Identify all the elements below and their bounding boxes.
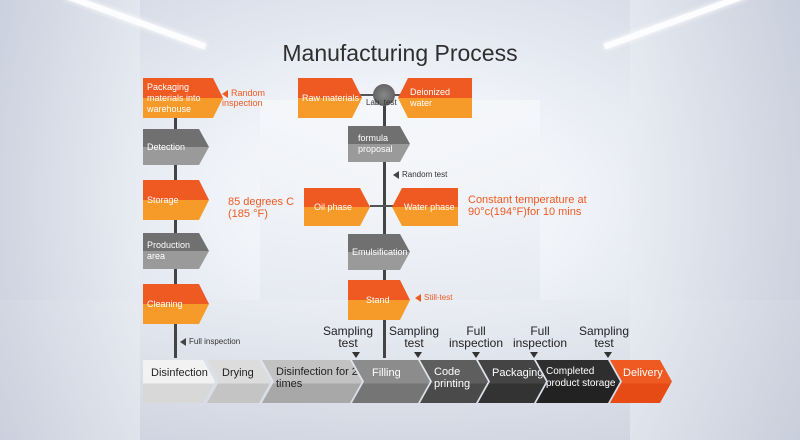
production-area-label: Production area bbox=[147, 240, 191, 261]
raw-materials-label: Raw materials bbox=[302, 92, 360, 103]
formula-proposal-label: formula proposal bbox=[358, 133, 393, 154]
storage-label: Storage bbox=[147, 194, 179, 205]
down-arrow-icon bbox=[530, 352, 538, 358]
random-inspection-label: Random inspection bbox=[222, 88, 266, 108]
arrow-left-icon bbox=[180, 337, 186, 346]
stage-drying: Drying bbox=[207, 360, 271, 403]
down-arrow-icon bbox=[352, 352, 360, 358]
down-arrow-icon bbox=[472, 352, 480, 358]
stage-label: Completed product storage bbox=[546, 366, 616, 389]
sampling-test-label: Sampling test bbox=[578, 324, 630, 350]
deionized-water-box: Deionized water bbox=[398, 78, 472, 118]
full-inspection-note: Full inspection bbox=[180, 337, 240, 346]
stage-code-printing: Code printing bbox=[420, 360, 488, 403]
stand-box: Stand bbox=[348, 280, 410, 320]
stage-label: Drying bbox=[222, 367, 254, 379]
stage-label: Disinfection for 2 times bbox=[276, 366, 358, 390]
page-title: Manufacturing Process bbox=[282, 40, 518, 66]
water-temp-note: Constant temperature at 90°c(194°F)for 1… bbox=[468, 194, 587, 218]
production-area-box: Production area bbox=[143, 233, 209, 269]
random-test-label: Random test bbox=[402, 170, 448, 179]
left-wall-background bbox=[0, 0, 140, 440]
emulsification-box: Emulsification bbox=[348, 234, 410, 270]
left-flow-line bbox=[174, 100, 177, 358]
down-arrow-icon bbox=[604, 352, 612, 358]
stage-completed-storage: Completed product storage bbox=[536, 360, 620, 403]
arrow-left-icon bbox=[222, 89, 228, 98]
lab-test-node bbox=[373, 84, 395, 106]
raw-materials-box: Raw materials bbox=[298, 78, 362, 118]
stage-label: Code printing bbox=[434, 366, 471, 390]
sampling-test-label: Sampling test bbox=[322, 324, 374, 350]
stage-filling: Filling bbox=[352, 360, 430, 403]
oil-temp-note: 85 degrees C (185 °F) bbox=[228, 196, 295, 220]
arrow-left-icon bbox=[393, 170, 399, 179]
full-inspection-label: Full inspection bbox=[512, 324, 568, 350]
cleaning-box: Cleaning bbox=[143, 284, 209, 324]
packaging-materials-label: Packaging materials into warehouse bbox=[147, 81, 201, 114]
stage-label: Packaging bbox=[492, 367, 544, 379]
random-inspection-note: Random inspection bbox=[222, 88, 282, 108]
oil-phase-label: Oil phase bbox=[314, 201, 353, 212]
packaging-materials-box: Packaging materials into warehouse bbox=[143, 78, 223, 118]
water-phase-box: Water phase bbox=[392, 188, 458, 226]
cleaning-label: Cleaning bbox=[147, 298, 183, 309]
water-phase-label: Water phase bbox=[404, 201, 455, 212]
formula-proposal-box: formula proposal bbox=[348, 126, 410, 162]
stage-label: Disinfection bbox=[151, 367, 208, 379]
random-test-note: Random test bbox=[393, 170, 447, 179]
still-test-label: Still-test bbox=[424, 293, 453, 302]
stage-disinfection: Disinfection bbox=[143, 360, 215, 403]
full-inspection-label: Full inspection bbox=[448, 324, 504, 350]
down-arrow-icon bbox=[414, 352, 422, 358]
lab-test-label: Lab. test bbox=[366, 98, 397, 107]
stage-packaging: Packaging bbox=[478, 360, 546, 403]
oil-phase-box: Oil phase bbox=[304, 188, 370, 226]
detection-label: Detection bbox=[147, 141, 186, 152]
detection-box: Detection bbox=[143, 129, 209, 165]
full-inspection-label: Full inspection bbox=[189, 337, 241, 346]
stage-label: Delivery bbox=[623, 367, 663, 379]
deionized-water-label: Deionized water bbox=[410, 87, 451, 108]
sampling-test-label: Sampling test bbox=[388, 324, 440, 350]
center-flow-line bbox=[383, 100, 386, 358]
stand-label: Stand bbox=[366, 294, 390, 305]
arrow-left-icon bbox=[415, 293, 421, 302]
still-test-note: Still-test bbox=[415, 293, 452, 302]
storage-box: Storage bbox=[143, 180, 209, 220]
stage-label: Filling bbox=[372, 367, 401, 379]
emulsification-label: Emulsification bbox=[352, 246, 408, 257]
stage-disinfection-twice: Disinfection for 2 times bbox=[262, 360, 362, 403]
phase-connector bbox=[370, 205, 400, 207]
